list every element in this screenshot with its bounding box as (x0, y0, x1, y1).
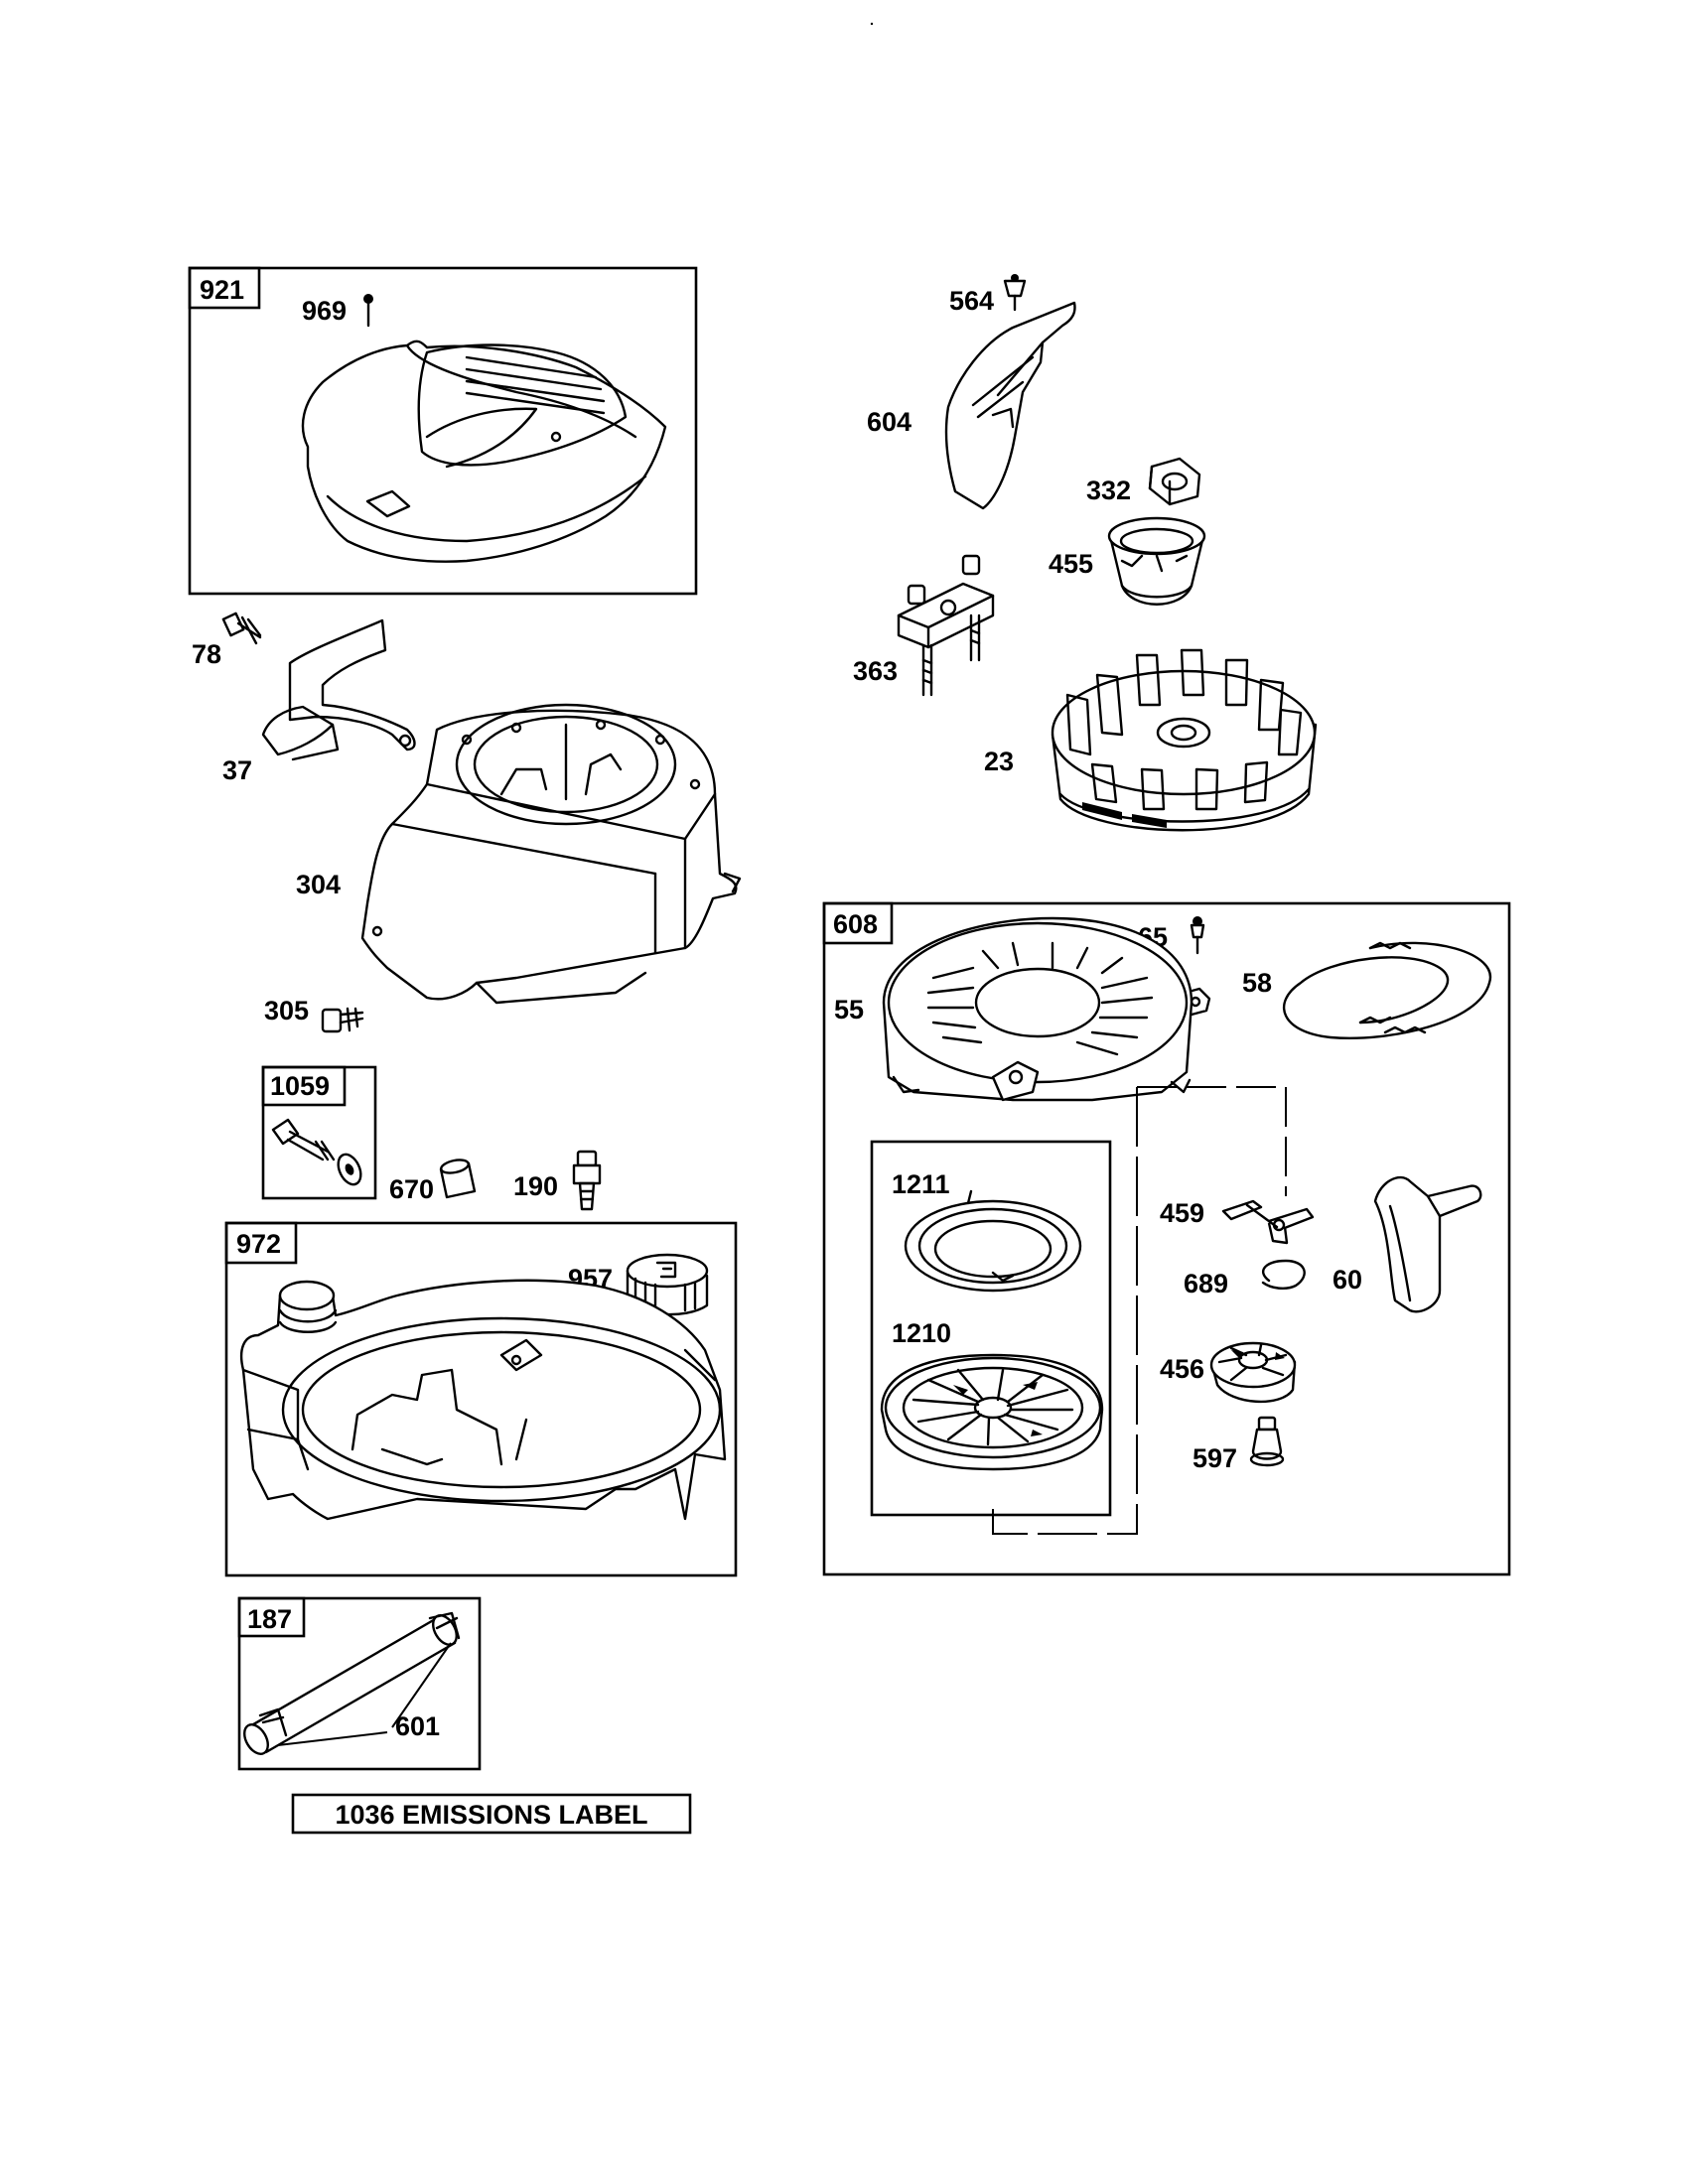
spacer-670 (439, 1159, 477, 1199)
part-456-label: 456 (1160, 1354, 1204, 1384)
part-1211-label: 1211 (892, 1169, 950, 1199)
group-spring-pulley: 1211 1210 (870, 1140, 1112, 1517)
part-332-label: 332 (1086, 476, 1131, 505)
group-972: 972 957 (224, 1221, 738, 1577)
screw-597 (1249, 1416, 1285, 1467)
part-60-label: 60 (1333, 1265, 1362, 1295)
starter-cup-455 (1107, 516, 1206, 606)
screw-305 (321, 1007, 364, 1033)
nut-332 (1148, 457, 1201, 506)
part-564-label: 564 (949, 286, 994, 316)
group-921-tag: 921 (200, 275, 244, 305)
part-37-label: 37 (222, 755, 252, 785)
screw-969 (363, 294, 373, 328)
group-187-tag: 187 (247, 1604, 292, 1634)
group-1059-tag: 1059 (270, 1071, 330, 1101)
screw-65 (1190, 916, 1205, 955)
part-55-label: 55 (834, 995, 864, 1024)
part-597-label: 597 (1193, 1443, 1237, 1473)
part-459-label: 459 (1160, 1198, 1204, 1228)
flywheel-23 (1051, 648, 1318, 832)
emissions-label-text: 1036 EMISSIONS LABEL (335, 1800, 647, 1830)
part-305-label: 305 (264, 996, 309, 1025)
bolt-and-washer-1059 (271, 1118, 362, 1186)
part-455-label: 455 (1049, 549, 1093, 579)
screw-78 (221, 612, 262, 645)
group-608: 608 65 592 58 55 (822, 901, 1511, 1576)
pulley-1210 (880, 1353, 1104, 1471)
part-670-label: 670 (389, 1174, 434, 1204)
part-58-label: 58 (1242, 968, 1272, 998)
ratchet-456 (1209, 1341, 1297, 1403)
air-guide-37 (261, 618, 416, 761)
starter-housing-55 (882, 916, 1193, 1102)
part-304-label: 304 (296, 870, 341, 899)
part-689-label: 689 (1184, 1269, 1228, 1298)
bracket-363 (897, 554, 995, 697)
part-363-label: 363 (853, 656, 898, 686)
scan-dot (870, 22, 874, 26)
part-190-label: 190 (513, 1171, 558, 1201)
group-187: 187 601 (237, 1596, 482, 1771)
part-604-label: 604 (867, 407, 912, 437)
screw-564 (1003, 274, 1027, 312)
cover-921 (301, 340, 667, 563)
part-969-label: 969 (302, 296, 347, 326)
fuel-tank-972 (239, 1279, 727, 1521)
baffle-604 (944, 301, 1076, 510)
group-1059: 1059 (261, 1065, 377, 1200)
part-1210-label: 1210 (892, 1318, 951, 1348)
pawl-459 (1221, 1199, 1315, 1245)
emissions-label-1036: 1036 EMISSIONS LABEL (291, 1793, 692, 1835)
part-23-label: 23 (984, 747, 1014, 776)
part-601-label: 601 (395, 1711, 440, 1741)
fuel-line-187 (243, 1611, 461, 1755)
blower-housing-304 (360, 703, 742, 1005)
group-608-tag: 608 (833, 909, 878, 939)
group-972-tag: 972 (236, 1229, 281, 1259)
retainer-ring-689 (1261, 1259, 1306, 1291)
rewind-spring-1211 (904, 1189, 1082, 1293)
rope-handle-60 (1373, 1175, 1482, 1313)
part-78-label: 78 (192, 639, 221, 669)
starter-rope-58 (1282, 941, 1492, 1039)
fitting-190 (572, 1150, 602, 1211)
group-921: 921 969 (188, 266, 698, 596)
